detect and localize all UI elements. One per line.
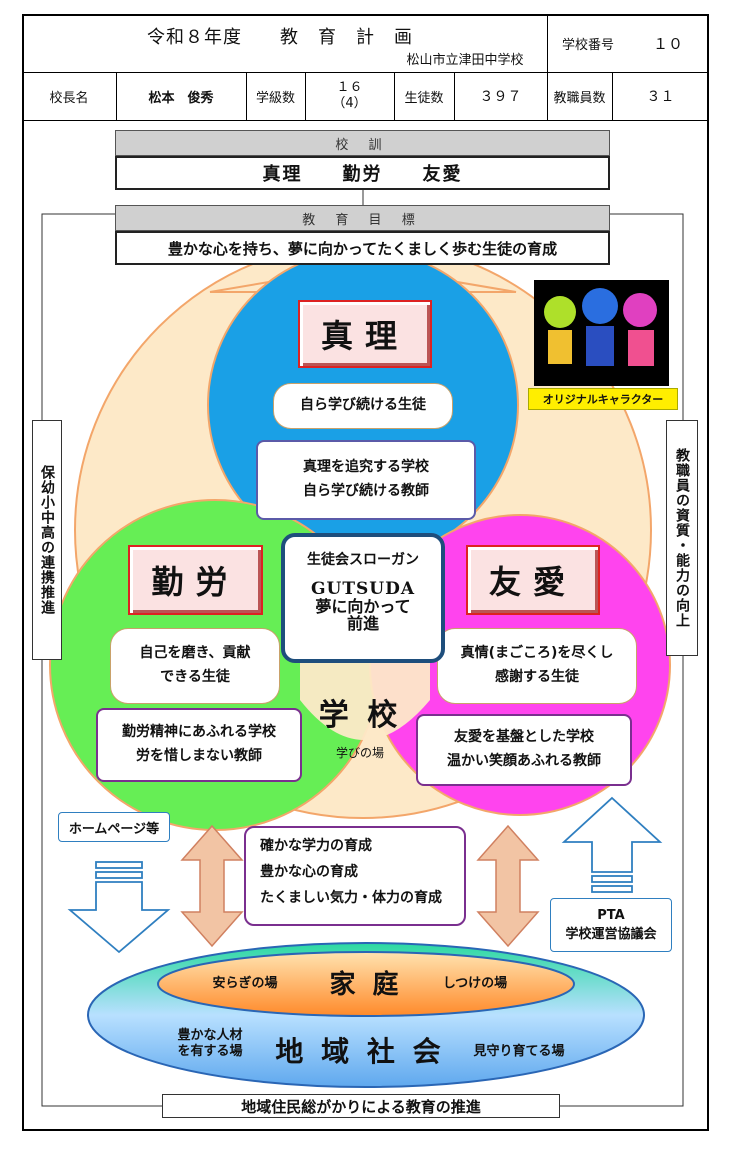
connector-left-bottom <box>41 660 162 1107</box>
footer-banner: 地域住民総がかりによる教育の推進 <box>162 1094 560 1118</box>
kinrou-school: 勤労精神にあふれる学校 労を惜しまない教師 <box>96 708 302 782</box>
yuuai-student: 真情(まごころ)を尽くし 感謝する生徒 <box>437 628 637 704</box>
slogan-label: 生徒会スローガン <box>307 552 419 568</box>
side-right-label: 教職員の資質・能力の向上 <box>666 420 698 656</box>
goal-text: 豊かな心を持ち、夢に向かってたくましく歩む生徒の育成 <box>115 231 610 265</box>
yuuai-school: 友愛を基盤とした学校 温かい笑顔あふれる教師 <box>416 714 632 786</box>
school-center-sub: 学びの場 <box>335 746 384 760</box>
staff-label: 教職員数 <box>553 90 606 106</box>
outer-frame <box>22 14 709 1131</box>
header-vline-3 <box>305 72 306 120</box>
motto-label: 校 訓 <box>115 130 610 156</box>
school-number-label: 学校番号 <box>561 37 614 53</box>
shinri-school: 真理を追究する学校 自ら学び続ける教師 <box>256 440 476 520</box>
family-right: しつけの場 <box>442 976 508 991</box>
students-value: ３９７ <box>479 89 522 105</box>
header-vline-1 <box>116 72 117 120</box>
family-left: 安らぎの場 <box>212 976 278 991</box>
connector-left-top <box>41 213 115 420</box>
header-vline-a <box>547 14 548 120</box>
homepage-down-arrow <box>67 861 171 954</box>
shinri-title-plate: 真理 <box>298 300 432 368</box>
double-arrow-left <box>180 824 244 948</box>
connector-right-top <box>610 213 684 420</box>
family-ellipse <box>157 951 575 1017</box>
school-center-title: 学 校 <box>318 698 402 733</box>
goal-label: 教 育 目 標 <box>115 205 610 231</box>
classes-label: 学級数 <box>255 90 295 106</box>
principal-label: 校長名 <box>49 90 89 106</box>
character-figures <box>544 288 657 366</box>
kinrou-title-plate: 勤労 <box>128 545 263 615</box>
principal-name: 松本 俊秀 <box>148 90 214 106</box>
growth-box: 確かな学力の育成 豊かな心の育成 たくましい気力・体力の育成 <box>244 826 466 926</box>
header-vline-7 <box>612 72 613 120</box>
slogan-main: GUTSUDA <box>310 579 416 599</box>
students-label: 生徒数 <box>404 90 444 106</box>
pta-up-arrow <box>561 796 663 893</box>
connector-right-bottom <box>560 656 684 1107</box>
header-divider-2 <box>22 120 709 121</box>
motto-text: 真理 勤労 友愛 <box>115 156 610 190</box>
side-left-label: 保幼小中高の連携推進 <box>32 420 62 660</box>
plan-title: 令和８年度 教 育 計 画 <box>147 27 413 48</box>
yuuai-title-plate: 友愛 <box>466 545 600 615</box>
character-caption: オリジナルキャラクター <box>528 388 678 410</box>
header-vline-2 <box>246 72 247 120</box>
family-title: 家 庭 <box>329 970 403 1000</box>
classes-value: １６ （4） <box>332 80 367 111</box>
kinrou-student: 自己を磨き、貢献 できる生徒 <box>110 628 280 704</box>
community-left: 豊かな人材 を有する場 <box>177 1028 243 1059</box>
community-title: 地 域 社 会 <box>275 1035 445 1068</box>
shinri-student: 自ら学び続ける生徒 <box>273 383 453 429</box>
header-vline-5 <box>454 72 455 120</box>
staff-value: ３１ <box>646 89 675 105</box>
school-number-value: １０ <box>652 34 683 53</box>
header-vline-4 <box>394 72 395 120</box>
school-name: 松山市立津田中学校 <box>406 52 524 68</box>
slogan-box: 生徒会スローガン GUTSUDA 夢に向かって 前進 <box>281 533 445 663</box>
homepage-box: ホームページ等 <box>58 812 170 842</box>
slogan-sub: 夢に向かって 前進 <box>315 597 411 633</box>
double-arrow-right <box>476 824 540 948</box>
community-right: 見守り育てる場 <box>473 1044 565 1059</box>
header-divider-1 <box>22 72 709 73</box>
pta-box: PTA 学校運営協議会 <box>550 898 672 952</box>
